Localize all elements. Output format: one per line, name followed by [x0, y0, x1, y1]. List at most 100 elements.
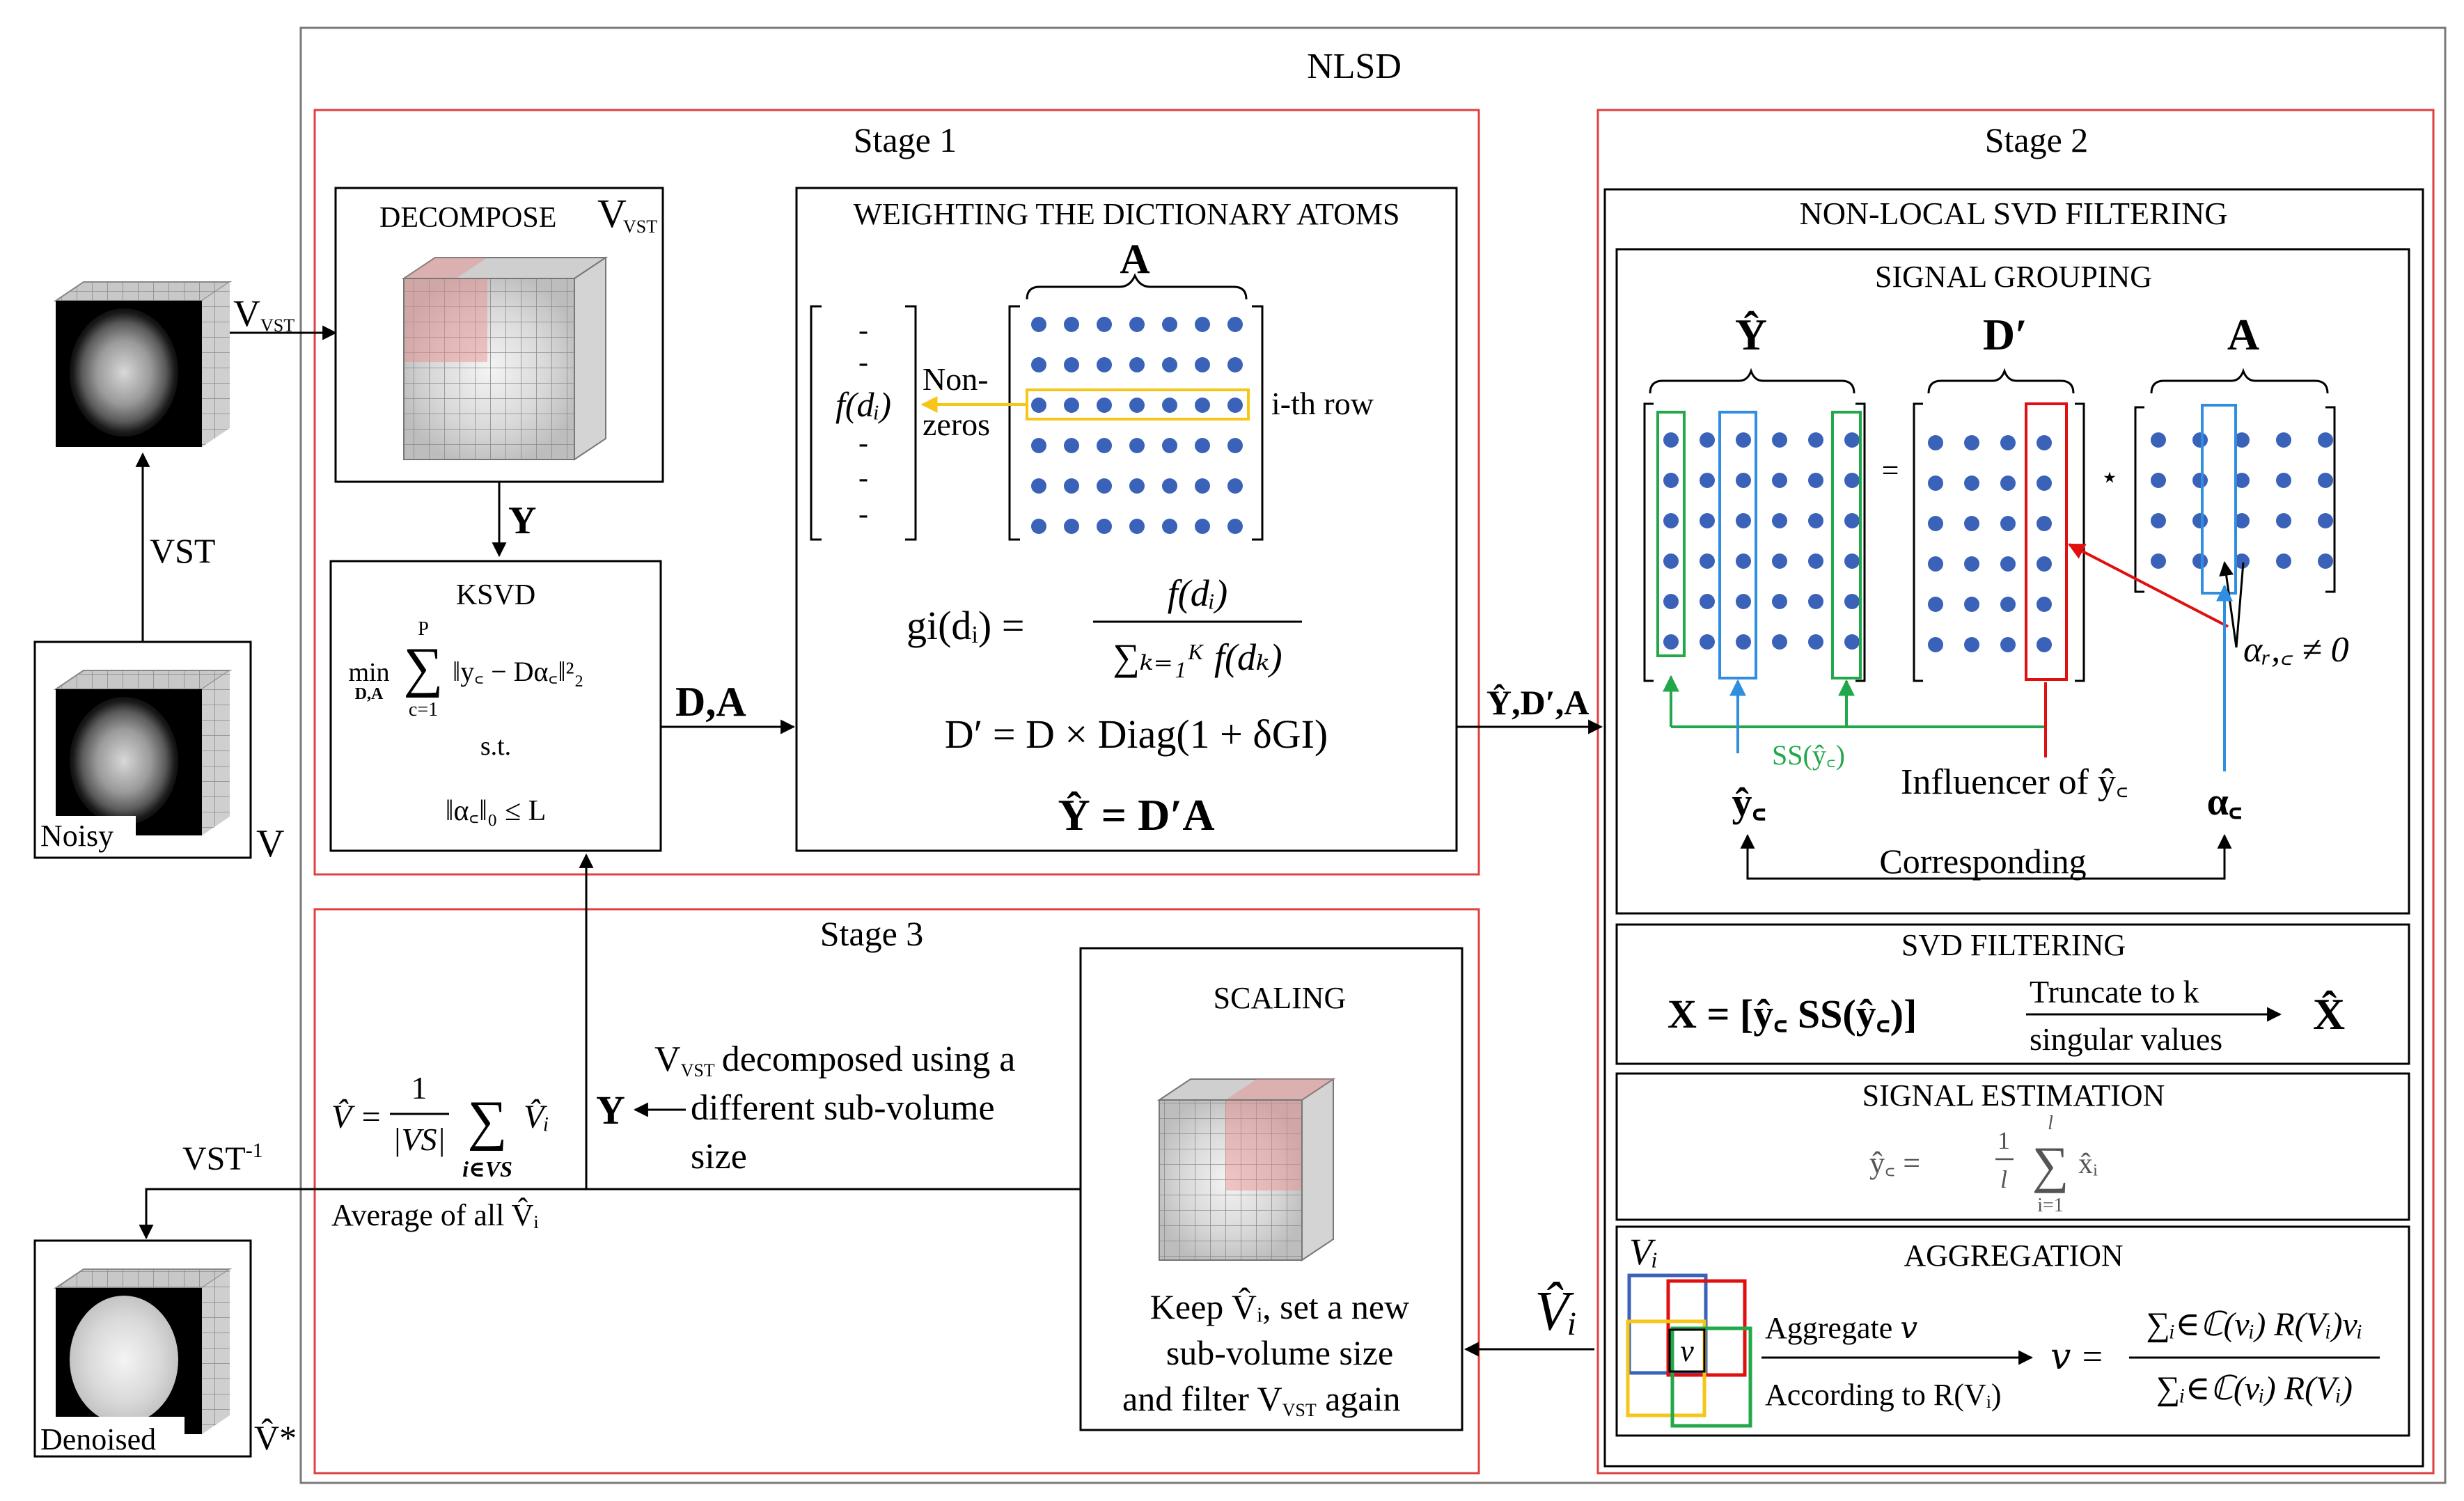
- weighting-matrix-dot: [1227, 519, 1243, 534]
- a-matrix-dot: [2234, 513, 2250, 528]
- ksvd-min-sub: D,A: [355, 685, 384, 703]
- weighting-matrix-dot: [1129, 398, 1145, 413]
- weighting-matrix-dot: [1031, 438, 1046, 453]
- signal-grouping-box: SIGNAL GROUPING Ŷ D′ A = ⋆ SS(ŷ꜀): [1615, 248, 2410, 915]
- estimation-frac-num: 1: [1998, 1126, 2010, 1154]
- mri-cube-icon: [401, 256, 609, 461]
- dprime-matrix-dot: [2037, 556, 2052, 572]
- dprime-matrix-dot: [2037, 476, 2052, 491]
- dprime-matrix-dot: [2000, 516, 2016, 531]
- gi-numerator: f(dᵢ): [1168, 572, 1228, 614]
- gi-lhs: gi(dᵢ) =: [907, 603, 1024, 648]
- svd-singular: singular values: [2030, 1021, 2222, 1057]
- stage1-title: Stage 1: [854, 120, 957, 159]
- ksvd-sum-top: P: [418, 618, 429, 640]
- weighting-matrix-dot: [1031, 519, 1046, 534]
- yhat-matrix-dot: [1663, 513, 1679, 528]
- a-matrix-dot: [2318, 513, 2333, 528]
- group-column-green-2: [1831, 411, 1862, 679]
- dprime-matrix-dot: [1928, 556, 1943, 572]
- a-bracket-left: [2134, 406, 2144, 593]
- svd-truncate: Truncate to k: [2030, 974, 2199, 1009]
- a-matrix-dot: [2318, 432, 2333, 448]
- decomposed-line3: size: [691, 1137, 747, 1177]
- grouping-dprime-label: D′: [1983, 310, 2027, 359]
- dprime-matrix-dot: [2000, 476, 2016, 491]
- dprime-matrix-dot: [2037, 597, 2052, 612]
- dprime-bracket-right: [2075, 402, 2085, 682]
- dprime-matrix-dot: [2037, 516, 2052, 531]
- yhat-matrix-dot: [1808, 513, 1823, 528]
- stage2-frame: [1596, 109, 2435, 1475]
- yhat-matrix-dot: [1844, 513, 1860, 528]
- weighting-matrix-dot: [1064, 438, 1079, 453]
- arrow-to-stage2-label: Ŷ,D′,A: [1486, 683, 1589, 722]
- a-matrix-dot: [2192, 553, 2208, 569]
- fd-vector-entry: -: [858, 498, 868, 531]
- dprime-matrix-dot: [1928, 516, 1943, 531]
- dprime-matrix-dot: [1928, 637, 1943, 652]
- grouping-equals: =: [1882, 453, 1899, 487]
- yhat-matrix-dot: [1736, 473, 1751, 488]
- dprime-matrix-dot: [2000, 556, 2016, 572]
- aggregation-num: ∑ᵢ∈ℂ(vᵢ) R(Vᵢ)vᵢ: [2147, 1306, 2363, 1343]
- ksvd-title: KSVD: [456, 579, 535, 611]
- avg-term: V̂ᵢ: [524, 1098, 549, 1135]
- ksvd-st: s.t.: [480, 732, 511, 761]
- weighting-matrix-dot: [1097, 519, 1112, 534]
- a-matrix-dot: [2151, 473, 2166, 488]
- weighting-matrix-bracket-right: [1252, 305, 1264, 541]
- weighting-matrix-dot: [1195, 398, 1210, 413]
- a-matrix-dot: [2234, 553, 2250, 569]
- weighting-matrix-dot: [1031, 398, 1046, 413]
- weighting-matrix-dot: [1129, 357, 1145, 372]
- yhat-matrix-dot: [1663, 473, 1679, 488]
- weighting-matrix-dot: [1227, 478, 1243, 494]
- weighting-matrix-dot: [1162, 478, 1177, 494]
- fd-vector-fd: f(dᵢ): [835, 385, 891, 424]
- fd-vector-entry: -: [858, 462, 868, 494]
- scaling-line2: sub-volume size: [1166, 1333, 1393, 1372]
- dprime-matrix-dot: [2000, 597, 2016, 612]
- grouping-star: ⋆: [2100, 460, 2119, 494]
- grouping-a-brace: [2150, 368, 2329, 394]
- fd-vector-entry: -: [858, 427, 868, 459]
- weighting-matrix-dot: [1097, 478, 1112, 494]
- weighting-title: WEIGHTING THE DICTIONARY ATOMS: [853, 197, 1399, 231]
- decompose-v: V: [597, 191, 627, 236]
- weighting-matrix-dot: [1162, 357, 1177, 372]
- yhat-matrix-dot: [1844, 432, 1860, 448]
- corresponding-arrow: [1740, 833, 2232, 880]
- ksvd-sum-bottom: c=1: [409, 699, 438, 721]
- nonzeros-line2: zeros: [923, 407, 990, 442]
- nonlocal-title: NON-LOCAL SVD FILTERING: [1799, 196, 2227, 231]
- yhat-matrix-dot: [1772, 432, 1787, 448]
- weighting-matrix-dot: [1162, 519, 1177, 534]
- yhat-matrix-dot: [1808, 594, 1823, 609]
- a-matrix-dot: [2151, 432, 2166, 448]
- stage3-y-label: Y: [596, 1087, 625, 1133]
- estimation-title: SIGNAL ESTIMATION: [1862, 1078, 2165, 1113]
- vst-inv-label: VST-1: [182, 1139, 263, 1177]
- grouping-a-label: A: [2227, 310, 2259, 359]
- ksvd-sum-icon: ∑: [403, 637, 443, 698]
- denoised-label: Denoised: [40, 1422, 156, 1456]
- ksvd-objective: ‖y꜀ − Dα꜀‖²₂: [453, 656, 583, 687]
- estimation-sum-bottom: i=1: [2037, 1195, 2064, 1216]
- a-matrix-dot: [2318, 473, 2333, 488]
- aggregation-title: AGGREGATION: [1904, 1239, 2123, 1273]
- nlsd-frame: [299, 26, 2447, 1484]
- aggregation-lhs: 𝑣 =: [2050, 1337, 2104, 1377]
- arrow-to-denoised: [139, 1188, 1081, 1240]
- yhat-matrix-dot: [1772, 553, 1787, 569]
- agg-voxel: [1668, 1328, 1706, 1373]
- a-matrix-dot: [2151, 553, 2166, 569]
- dprime-matrix-dot: [1964, 597, 1979, 612]
- dprime-matrix-dot: [1964, 435, 1979, 450]
- yhat-matrix-dot: [1700, 594, 1715, 609]
- ss-label: SS(ŷ꜀): [1772, 739, 1845, 771]
- yc-label: ŷ꜀: [1732, 780, 1766, 825]
- a-matrix-dot: [2276, 553, 2291, 569]
- weighting-matrix-dot: [1195, 438, 1210, 453]
- dprime-matrix-dot: [1928, 597, 1943, 612]
